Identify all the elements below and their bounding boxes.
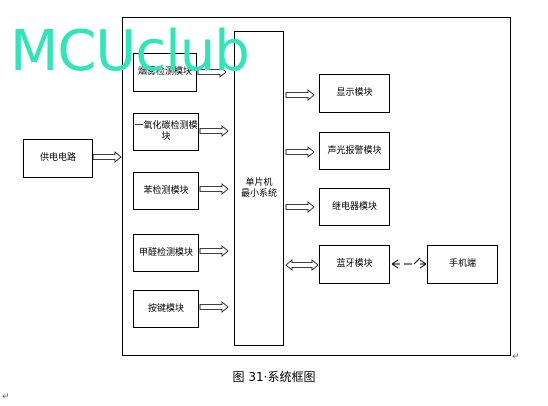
formaldehyde-sensor-block: 甲醛检测模块 [133, 234, 199, 272]
figure-caption: 图 31·系统框图 [0, 368, 548, 385]
mcu-block: 单片机 最小系统 [234, 31, 284, 346]
arrow-mcu-bluetooth-bidirectional [285, 259, 319, 271]
mcu-label-line1: 单片机 [245, 177, 273, 188]
co-sensor-block: 一氧化碳检测模块 [133, 113, 199, 151]
keys-label: 按键模块 [147, 303, 184, 314]
alarm-block: 声光报警模块 [319, 132, 390, 170]
formaldehyde-sensor-label: 甲醛检测模块 [138, 247, 193, 258]
watermark-logo: MCUclub [10, 19, 250, 84]
bluetooth-block: 蓝牙模块 [319, 245, 390, 284]
arrow-power-to-sensors [92, 151, 122, 163]
relay-label: 继电器模块 [331, 201, 377, 212]
phone-block: 手机端 [427, 245, 498, 284]
wireless-link-bluetooth-phone [391, 257, 427, 269]
figure-caption-text: 图 31·系统框图 [232, 370, 316, 384]
display-block: 显示模块 [319, 74, 390, 113]
keys-block: 按键模块 [133, 290, 199, 328]
system-frame [122, 17, 511, 356]
display-label: 显示模块 [336, 88, 373, 98]
mcu-label-line2: 最小系统 [240, 188, 277, 199]
smoke-sensor-block: 烟雾检测模块 [133, 53, 197, 92]
alarm-label: 声光报警模块 [327, 145, 382, 156]
smoke-sensor-label: 烟雾检测模块 [137, 67, 192, 77]
paragraph-mark-icon: ↵ [512, 352, 520, 362]
benzene-sensor-block: 苯检测模块 [133, 172, 199, 210]
bluetooth-label: 蓝牙模块 [336, 259, 373, 269]
phone-label: 手机端 [448, 259, 476, 269]
co-sensor-label: 一氧化碳检测模块 [134, 121, 198, 142]
power-supply-block: 供电电路 [23, 139, 93, 178]
paragraph-mark-icon: ↵ [2, 392, 10, 402]
benzene-sensor-label: 苯检测模块 [143, 185, 189, 196]
power-supply-label: 供电电路 [39, 153, 76, 163]
relay-block: 继电器模块 [319, 188, 390, 226]
